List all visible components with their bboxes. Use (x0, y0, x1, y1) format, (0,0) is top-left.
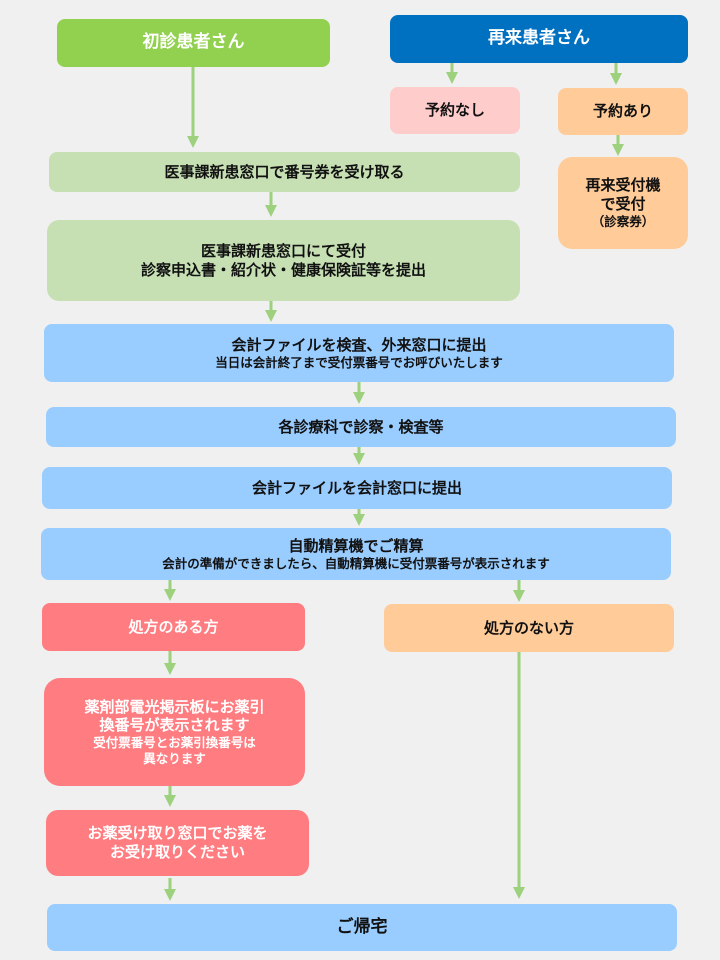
receive-medicine-node: お薬受け取り窓口でお薬を お受け取りください (46, 810, 309, 876)
first-visit-node: 初診患者さん (57, 19, 330, 67)
node-label: 処方のある方 (128, 617, 219, 636)
node-label: ご帰宅 (336, 916, 388, 937)
node-label: 診察申込書・紹介状・健康保険証等を提出 (140, 260, 426, 279)
node-label: 会計ファイルを会計窓口に提出 (251, 478, 462, 497)
node-label: 処方のない方 (483, 618, 574, 637)
node-label: 再来患者さん (488, 28, 590, 49)
node-label: 会計ファイルを検査、外来窓口に提出 (231, 335, 487, 354)
node-note: 異なります (143, 750, 206, 766)
node-label: お薬受け取り窓口でお薬を (87, 824, 268, 843)
node-label: 自動精算機でご精算 (288, 536, 424, 555)
node-label: 再来受付機 (585, 176, 661, 195)
get-number-ticket-node: 医事課新患窓口で番号券を受け取る (49, 152, 520, 192)
examination-node: 各診療科で診察・検査等 (46, 407, 676, 447)
node-label: 予約なし (424, 101, 485, 120)
no-reservation-node: 予約なし (390, 87, 520, 134)
node-label: で受付 (600, 195, 646, 214)
new-patient-reception-node: 医事課新患窓口にて受付 診察申込書・紹介状・健康保険証等を提出 (47, 220, 520, 301)
without-prescription-node: 処方のない方 (384, 604, 674, 652)
node-note: 当日は会計終了まで受付票番号でお呼びいたします (215, 354, 503, 370)
node-label: 予約あり (592, 102, 653, 121)
node-label: 換番号が表示されます (99, 716, 250, 735)
node-label: 各診療科で診察・検査等 (278, 417, 444, 436)
return-visit-node: 再来患者さん (390, 15, 688, 63)
submit-outpatient-node: 会計ファイルを検査、外来窓口に提出 当日は会計終了まで受付票番号でお呼びいたしま… (44, 324, 674, 382)
submit-accounting-node: 会計ファイルを会計窓口に提出 (42, 467, 672, 509)
pharmacy-display-node: 薬剤部電光掲示板にお薬引 換番号が表示されます 受付票番号とお薬引換番号は 異な… (44, 678, 305, 786)
with-reservation-node: 予約あり (558, 88, 688, 135)
node-label: 医事課新患窓口にて受付 (200, 241, 366, 260)
node-note: （診察券） (591, 213, 655, 229)
with-prescription-node: 処方のある方 (42, 603, 305, 651)
node-label: お受け取りください (109, 843, 245, 861)
auto-payment-node: 自動精算機でご精算 会計の準備ができましたら、自動精算機に受付票番号が表示されま… (41, 528, 671, 580)
node-note: 受付票番号とお薬引換番号は (93, 735, 256, 751)
node-label: 医事課新患窓口で番号券を受け取る (164, 162, 405, 181)
reception-machine-node: 再来受付機 で受付 （診察券） (558, 157, 688, 249)
node-label: 初診患者さん (142, 32, 245, 53)
go-home-node: ご帰宅 (47, 904, 677, 951)
node-note: 会計の準備ができましたら、自動精算機に受付票番号が表示されます (162, 555, 550, 571)
node-label: 薬剤部電光掲示板にお薬引 (84, 697, 265, 716)
